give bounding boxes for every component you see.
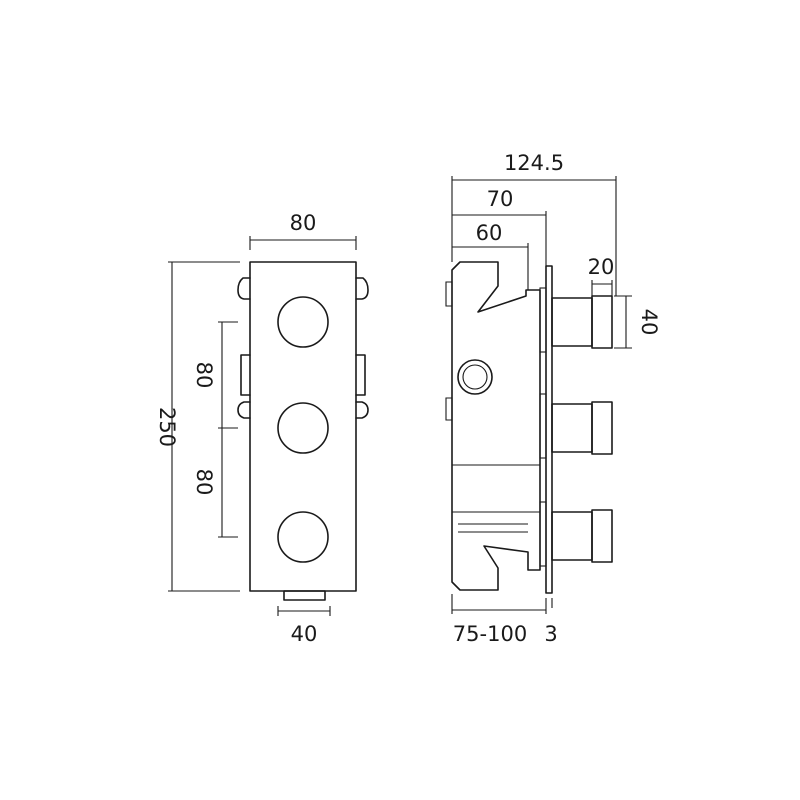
- dim-handle-spacing-line: [218, 321, 238, 538]
- dim-handle-length: 20: [588, 255, 615, 279]
- dim-outlet-width: 40: [291, 622, 318, 646]
- front-bracket-left-top: [237, 277, 251, 300]
- side-collar-top: [539, 287, 547, 353]
- front-bracket-right-mid: [355, 354, 366, 396]
- dim-wall-depth: 75-100: [453, 622, 527, 646]
- side-view: 124.5 70 60 20 40 75-100 3: [445, 151, 661, 646]
- side-plate: [545, 265, 553, 594]
- dim-depth-70-line: [452, 211, 547, 266]
- dim-front-height-line: [168, 261, 240, 592]
- front-knob-bottom: [277, 511, 329, 563]
- dim-wall-depth-line: [451, 594, 553, 614]
- side-body: [451, 261, 541, 591]
- side-collar-low: [539, 501, 547, 567]
- side-handle-bottom: [551, 509, 613, 563]
- front-bracket-left-low: [237, 401, 251, 419]
- dim-handle-spacing-bottom: 80: [192, 469, 216, 496]
- dim-handle-length-line: [591, 280, 613, 296]
- dim-outlet-width-line: [277, 606, 331, 616]
- dim-front-height: 250: [155, 407, 179, 447]
- front-faceplate: [249, 261, 357, 592]
- dim-depth-60: 60: [476, 221, 503, 245]
- dim-total-depth: 124.5: [504, 151, 564, 175]
- side-collar-mid: [539, 393, 547, 459]
- dim-handle-diameter: 40: [637, 309, 661, 336]
- dim-handle-spacing-top: 80: [192, 362, 216, 389]
- front-bracket-right-top: [355, 277, 369, 300]
- dim-front-width-line: [249, 236, 357, 250]
- dim-handle-diameter-line: [614, 295, 632, 349]
- dim-plate-thickness: 3: [544, 622, 557, 646]
- side-port-outer: [457, 359, 493, 395]
- dim-depth-70: 70: [487, 187, 514, 211]
- dim-front-width: 80: [290, 211, 317, 235]
- side-handle-top: [551, 295, 613, 349]
- front-knob-middle: [277, 402, 329, 454]
- dim-total-depth-line: [451, 176, 617, 296]
- side-body-dividers: [452, 464, 540, 533]
- side-handle-middle: [551, 401, 613, 455]
- front-knob-top: [277, 296, 329, 348]
- side-port-inner: [462, 364, 488, 390]
- front-view: 80 250 80 80 40: [155, 211, 369, 646]
- front-bracket-left-mid: [240, 354, 251, 396]
- dim-depth-60-line: [452, 243, 529, 290]
- front-bracket-right-low: [355, 401, 369, 419]
- front-outlet: [283, 590, 326, 601]
- side-left-tabs: [445, 281, 453, 421]
